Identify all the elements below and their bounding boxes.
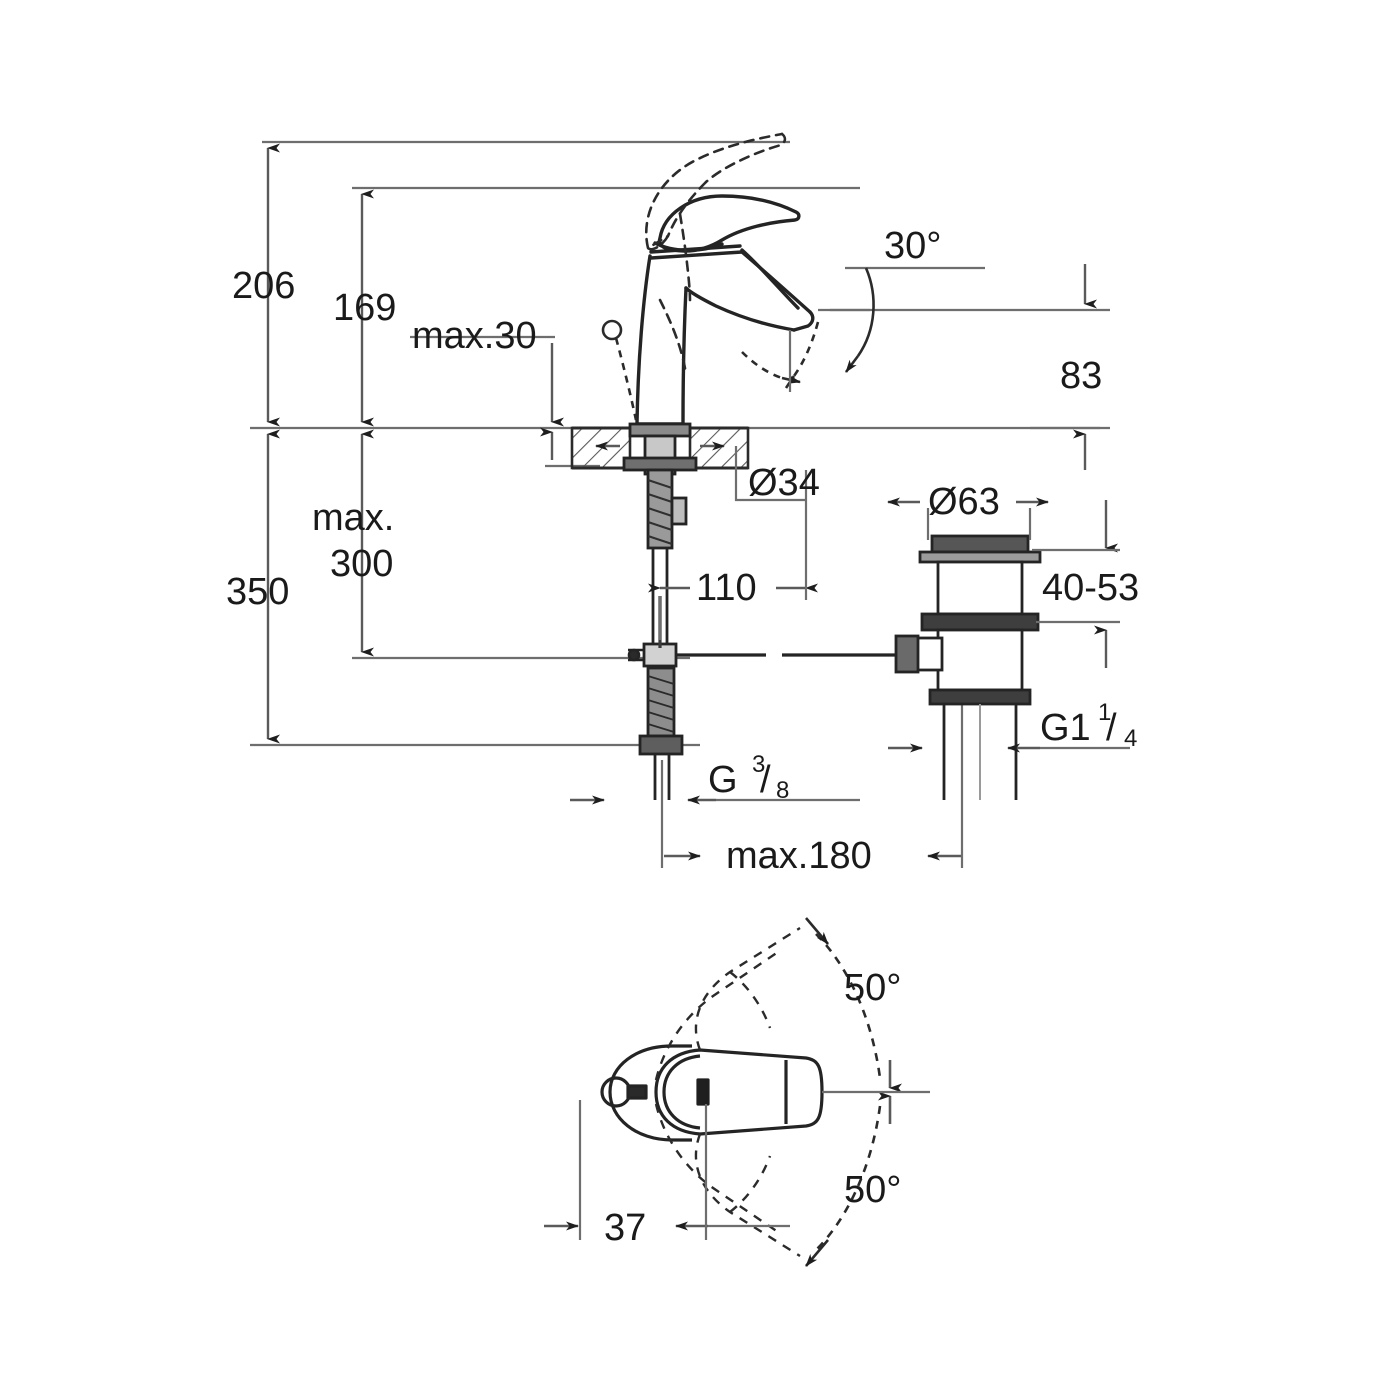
label-dia-63: Ø63	[928, 481, 1000, 523]
dimension-110	[648, 470, 818, 640]
handle-raised-dashed	[645, 132, 787, 376]
label-83: 83	[1060, 355, 1102, 397]
label-g-3-8-slash: /	[760, 759, 771, 801]
label-max-180: max.180	[726, 835, 872, 877]
label-g-1-1-4-numerator: 1	[1098, 699, 1111, 726]
label-g-1-1-4-slash: /	[1106, 707, 1117, 749]
label-169: 169	[333, 287, 396, 329]
label-g-3-8-letter: G	[708, 759, 738, 801]
dimension-40-53	[1032, 500, 1120, 668]
label-max-30: max.30	[412, 315, 537, 357]
faucet-body-side	[635, 194, 815, 426]
label-110: 110	[696, 567, 757, 609]
label-g-3-8-denominator: 8	[776, 777, 789, 804]
label-g-3-8-numerator: 3	[752, 751, 765, 778]
pop-up-waste	[894, 534, 1042, 800]
swivel-50-lower	[805, 1091, 892, 1267]
label-40-53: 40-53	[1042, 567, 1139, 609]
dimension-dia-34	[595, 441, 806, 502]
pull-rod-linkage	[627, 648, 905, 662]
label-30-deg: 30°	[884, 225, 941, 267]
dimension-max-180	[660, 700, 964, 868]
label-max-300-line1: max.	[312, 497, 394, 539]
label-max-300-line2: 300	[330, 543, 393, 585]
dimension-37	[544, 1100, 790, 1240]
swivel-50-upper	[805, 917, 902, 1093]
supply-pipe	[638, 548, 684, 800]
label-g-3-8: G 3 / 8	[708, 751, 789, 804]
dimension-dia-63	[887, 497, 1049, 540]
top-view-swivel-dashed	[654, 926, 801, 1258]
label-50-deg-upper: 50°	[844, 967, 901, 1009]
label-206: 206	[232, 265, 295, 307]
handle-pivot-marker	[601, 319, 638, 421]
top-view-handle	[600, 1044, 824, 1142]
swivel-30-indicator	[741, 267, 875, 392]
label-350: 350	[226, 571, 289, 613]
label-g-1-1-4-denominator: 4	[1124, 725, 1137, 752]
label-g-1-1-4-base: G1	[1040, 707, 1091, 749]
label-50-deg-lower: 50°	[844, 1169, 901, 1211]
label-37: 37	[604, 1207, 646, 1249]
label-dia-34: Ø34	[748, 462, 820, 504]
mounting-shank	[622, 422, 698, 550]
label-g-1-1-4: G1 1 / 4	[1040, 699, 1137, 752]
